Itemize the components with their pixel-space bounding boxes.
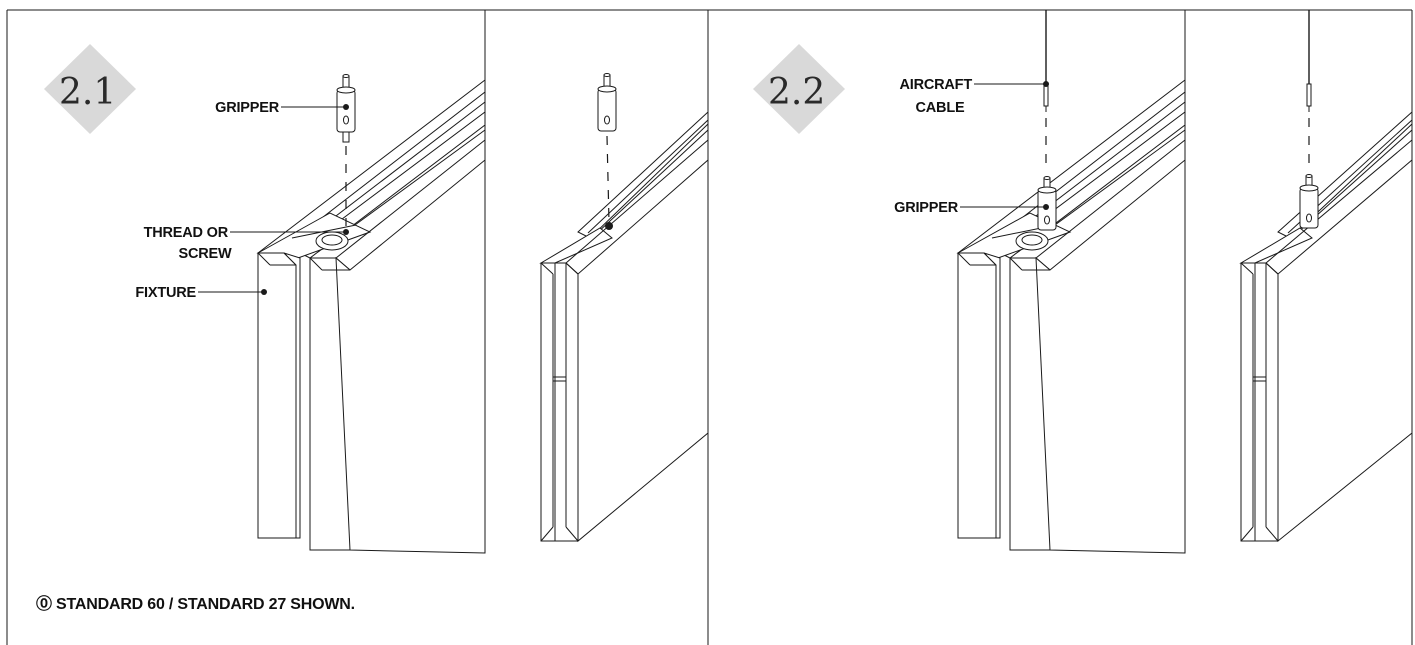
gripper-part-small-2-2 xyxy=(1299,174,1319,229)
label-cable-line2: CABLE xyxy=(916,100,965,116)
assembly-path-small-2-1 xyxy=(606,135,610,223)
panel-2-2: 2.2 xyxy=(753,10,1413,554)
step-number-2-1: 2.1 xyxy=(59,72,116,113)
label-thread-line2: SCREW xyxy=(179,246,232,262)
panel-2-1: 2.1 xyxy=(36,44,709,613)
callout-aircraft-cable: AIRCRAFT CABLE xyxy=(899,77,1049,116)
label-cable-line1: AIRCRAFT xyxy=(899,77,972,93)
step-badge-2-1: 2.1 xyxy=(44,44,136,134)
fixture-illustration-large-2-2 xyxy=(956,78,1186,554)
aircraft-cable-2-2 xyxy=(1043,10,1049,112)
label-thread-line1: THREAD OR xyxy=(144,225,229,241)
gripper-part-2-1 xyxy=(336,74,356,143)
callout-gripper-2-1: GRIPPER xyxy=(215,100,349,116)
label-fixture: FIXTURE xyxy=(135,285,196,301)
callout-gripper-2-2: GRIPPER xyxy=(894,200,1049,216)
label-gripper-2-2: GRIPPER xyxy=(894,200,959,216)
callout-fixture: FIXTURE xyxy=(135,285,267,301)
step-number-2-2: 2.2 xyxy=(768,72,825,113)
note-standard-shown: ⓪ STANDARD 60 / STANDARD 27 SHOWN. xyxy=(36,594,355,613)
fixture-illustration-small-2-1 xyxy=(539,110,709,543)
fixture-illustration-large xyxy=(256,78,486,554)
callout-thread-screw: THREAD OR SCREW xyxy=(144,225,349,262)
screw-point-2-1 xyxy=(605,222,613,230)
gripper-part-2-2 xyxy=(1037,176,1057,231)
gripper-part-small-2-1 xyxy=(597,73,617,132)
fixture-illustration-small-2-2 xyxy=(1239,110,1413,543)
aircraft-cable-small-2-2 xyxy=(1306,10,1312,112)
label-gripper-2-1: GRIPPER xyxy=(215,100,280,116)
step-badge-2-2: 2.2 xyxy=(753,44,845,134)
